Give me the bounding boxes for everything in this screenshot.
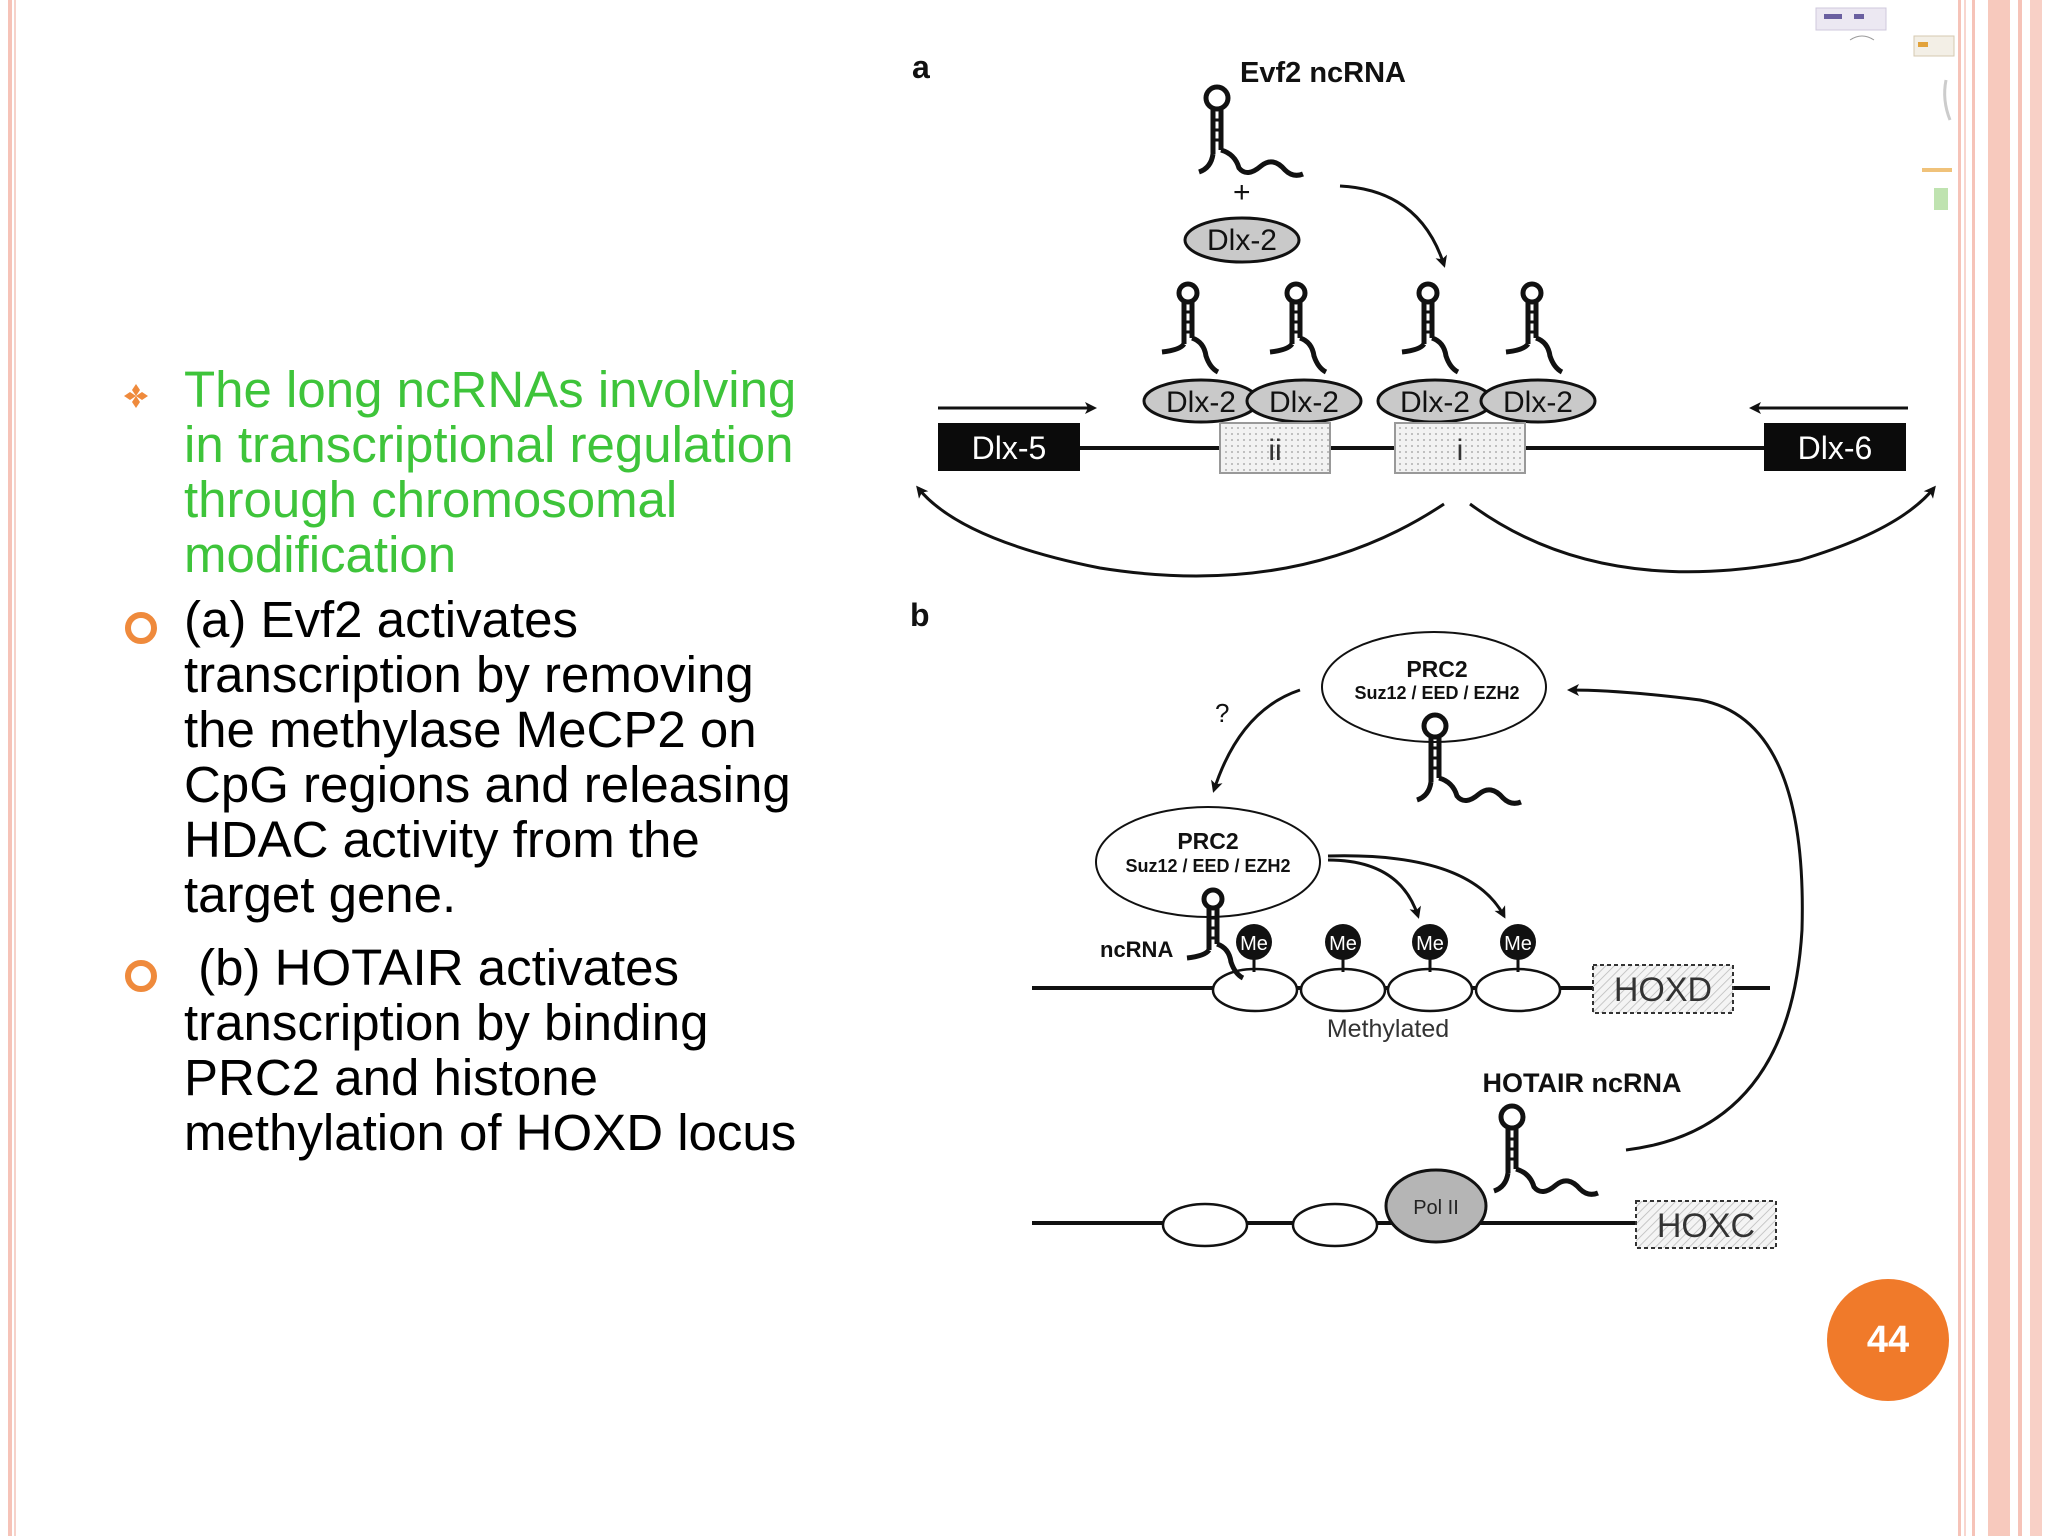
dlx2-bound-protein: Dlx-2 bbox=[1376, 378, 1494, 424]
svg-text:Dlx-6: Dlx-6 bbox=[1798, 430, 1873, 466]
methyl-mark: Me bbox=[1236, 924, 1272, 972]
svg-text:ii: ii bbox=[1268, 434, 1281, 467]
methylation-arrow-2 bbox=[1327, 854, 1506, 919]
svg-text:Dlx-2: Dlx-2 bbox=[1166, 386, 1236, 419]
activation-arrow-left bbox=[916, 485, 1445, 578]
activation-arrow-right bbox=[1469, 485, 1936, 574]
methyl-mark: Me bbox=[1500, 924, 1536, 972]
ncrna-label: ncRNA bbox=[1100, 937, 1173, 962]
dlx6-gene: Dlx-6 bbox=[1764, 423, 1906, 471]
nucleosome bbox=[1291, 1202, 1379, 1248]
nucleosome bbox=[1211, 967, 1299, 1013]
svg-text:PRC2: PRC2 bbox=[1406, 656, 1467, 682]
page-number-badge: 44 bbox=[1827, 1279, 1949, 1401]
prc2-complex-bottom: PRC2 Suz12 / EED / EZH2 bbox=[1095, 806, 1321, 918]
bullet-item-1: The long ncRNAs involving in transcripti… bbox=[120, 362, 890, 582]
hoxc-gene: HOXC bbox=[1635, 1200, 1777, 1249]
svg-text:Suz12 / EED / EZH2: Suz12 / EED / EZH2 bbox=[1354, 683, 1519, 703]
svg-text:Pol II: Pol II bbox=[1413, 1197, 1459, 1219]
left-border bbox=[0, 0, 26, 1536]
diamond-bullet-icon bbox=[124, 384, 148, 408]
bullet-text-2: (a) Evf2 activates transcription by remo… bbox=[184, 591, 791, 923]
svg-text:Me: Me bbox=[1329, 933, 1357, 955]
svg-text:i: i bbox=[1457, 434, 1464, 467]
recruit-arrow bbox=[1339, 184, 1447, 268]
evf2-hairpin-icon bbox=[1199, 87, 1303, 175]
svg-text:Dlx-2: Dlx-2 bbox=[1269, 386, 1339, 419]
methylation-arrow-1 bbox=[1327, 858, 1421, 919]
hotair-hairpin-icon bbox=[1494, 1106, 1598, 1194]
svg-text:Dlx-2: Dlx-2 bbox=[1207, 224, 1277, 257]
svg-text:Dlx-2: Dlx-2 bbox=[1400, 386, 1470, 419]
svg-text:Me: Me bbox=[1504, 933, 1532, 955]
methylated-label: Methylated bbox=[1327, 1015, 1449, 1043]
bullet-list: The long ncRNAs involving in transcripti… bbox=[120, 362, 890, 1160]
svg-text:Me: Me bbox=[1240, 933, 1268, 955]
region-i: i bbox=[1394, 422, 1526, 474]
svg-text:HOXD: HOXD bbox=[1614, 971, 1712, 1009]
ring-bullet-icon bbox=[125, 960, 157, 992]
bullet-item-3: (b) HOTAIR activates transcription by bi… bbox=[120, 940, 890, 1160]
hotair-loop-arrow bbox=[1567, 684, 1804, 1152]
panel-b-label: b bbox=[910, 597, 930, 633]
methyl-mark: Me bbox=[1412, 924, 1448, 972]
bound-hairpin-icon bbox=[1402, 284, 1458, 372]
nucleosome bbox=[1474, 967, 1562, 1013]
bound-hairpin-icon bbox=[1162, 284, 1218, 372]
svg-text:Dlx-2: Dlx-2 bbox=[1503, 386, 1573, 419]
dlx2-bound-protein: Dlx-2 bbox=[1479, 378, 1597, 424]
question-mark: ? bbox=[1215, 698, 1229, 728]
panel-a-label: a bbox=[912, 49, 930, 85]
plus-sign: + bbox=[1233, 176, 1251, 209]
page-number: 44 bbox=[1866, 1318, 1910, 1361]
prc2-complex-top: PRC2 Suz12 / EED / EZH2 bbox=[1321, 631, 1547, 743]
bound-hairpin-icon bbox=[1506, 284, 1562, 372]
svg-text:PRC2: PRC2 bbox=[1177, 828, 1238, 854]
bullet-text-1: The long ncRNAs involving in transcripti… bbox=[184, 361, 797, 583]
hoxd-gene: HOXD bbox=[1592, 964, 1734, 1014]
methyl-mark: Me bbox=[1325, 924, 1361, 972]
region-ii: ii bbox=[1219, 422, 1331, 474]
evf2-title: Evf2 ncRNA bbox=[1240, 57, 1406, 89]
pol-ii: Pol II bbox=[1384, 1168, 1488, 1244]
bullet-text-3: (b) HOTAIR activates transcription by bi… bbox=[184, 939, 797, 1161]
svg-text:Dlx-5: Dlx-5 bbox=[972, 430, 1047, 466]
right-border bbox=[1958, 0, 2048, 1536]
question-arrow bbox=[1211, 688, 1301, 793]
nucleosome bbox=[1299, 967, 1387, 1013]
dlx2-bound-protein: Dlx-2 bbox=[1142, 378, 1260, 424]
nucleosome bbox=[1161, 1202, 1249, 1248]
hotair-label: HOTAIR ncRNA bbox=[1483, 1068, 1682, 1098]
dlx2-bound-protein: Dlx-2 bbox=[1245, 378, 1363, 424]
svg-text:HOXC: HOXC bbox=[1657, 1207, 1755, 1245]
ring-bullet-icon bbox=[125, 612, 157, 644]
svg-text:Me: Me bbox=[1416, 933, 1444, 955]
nucleosome bbox=[1386, 967, 1474, 1013]
dlx5-gene: Dlx-5 bbox=[938, 423, 1080, 471]
bound-hairpin-icon bbox=[1270, 284, 1326, 372]
thumbnail-fragments bbox=[1815, 7, 1955, 210]
dlx2-free-protein: Dlx-2 bbox=[1183, 216, 1301, 264]
bullet-item-2: (a) Evf2 activates transcription by remo… bbox=[120, 592, 890, 922]
svg-text:Suz12 / EED / EZH2: Suz12 / EED / EZH2 bbox=[1125, 856, 1290, 876]
